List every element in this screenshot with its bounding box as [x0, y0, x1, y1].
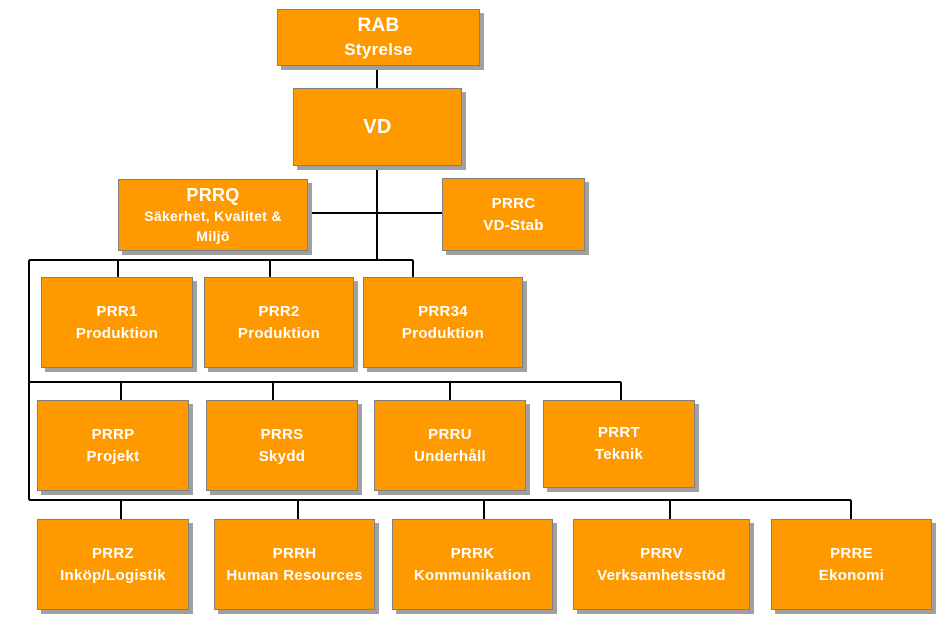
node-staff-prrc: PRRC VD-Stab	[442, 178, 585, 251]
node-row2-prru-code: PRRU	[428, 425, 472, 443]
node-row1-prr34-code: PRR34	[418, 302, 468, 320]
node-row3-prrv: PRRV Verksamhetsstöd	[573, 519, 750, 610]
node-row1-prr1-code: PRR1	[96, 302, 138, 320]
node-row3-prrv-code: PRRV	[640, 544, 683, 562]
node-row2-prru-name: Underhåll	[414, 447, 486, 465]
node-staff-prrq: PRRQ Säkerhet, Kvalitet & Miljö	[118, 179, 308, 251]
node-row1-prr34: PRR34 Produktion	[363, 277, 523, 368]
node-board: RAB Styrelse	[277, 9, 480, 66]
node-row2-prrs: PRRS Skydd	[206, 400, 358, 491]
node-staff-prrq-code: PRRQ	[186, 185, 240, 205]
node-row2-prrt-code: PRRT	[597, 424, 641, 441]
node-row2-prrp: PRRP Projekt	[37, 400, 189, 491]
node-row1-prr1: PRR1 Produktion	[41, 277, 193, 368]
node-row1-prr34-name: Produktion	[401, 324, 485, 342]
node-row2-prrp-code: PRRP	[91, 425, 135, 443]
node-row3-prrz-name: Inköp/Logistik	[60, 566, 166, 584]
node-row3-prrk-code: PRRK	[450, 544, 495, 562]
node-row3-prre-name: Ekonomi	[818, 566, 885, 584]
node-row3-prre: PRRE Ekonomi	[771, 519, 932, 610]
node-board-name: Styrelse	[344, 39, 413, 59]
node-row3-prrz-code: PRRZ	[91, 544, 135, 562]
node-row1-prr2-name: Produktion	[237, 324, 321, 342]
node-ceo-code: VD	[363, 116, 392, 138]
node-row2-prru: PRRU Underhåll	[374, 400, 526, 491]
node-staff-prrq-name: Säkerhet, Kvalitet & Miljö	[144, 208, 282, 244]
node-ceo: VD	[293, 88, 462, 166]
node-row3-prrh-name: Human Resources	[226, 566, 363, 584]
node-row3-prrv-name: Verksamhetsstöd	[597, 566, 726, 584]
node-row3-prrk-name: Kommunikation	[413, 566, 532, 584]
node-row1-prr2-code: PRR2	[258, 302, 300, 320]
node-staff-prrc-name: VD-Stab	[483, 216, 544, 234]
node-row2-prrp-name: Projekt	[86, 447, 140, 465]
node-row2-prrt: PRRT Teknik	[543, 400, 695, 488]
node-row2-prrs-name: Skydd	[258, 447, 306, 465]
node-row2-prrs-code: PRRS	[260, 425, 304, 443]
node-board-code: RAB	[357, 14, 400, 36]
node-staff-prrc-code: PRRC	[491, 194, 536, 212]
node-row3-prrk: PRRK Kommunikation	[392, 519, 553, 610]
node-row3-prrz: PRRZ Inköp/Logistik	[37, 519, 189, 610]
node-row2-prrt-name: Teknik	[594, 446, 644, 463]
node-row3-prrh-code: PRRH	[272, 544, 317, 562]
node-row1-prr2: PRR2 Produktion	[204, 277, 354, 368]
node-row1-prr1-name: Produktion	[75, 324, 159, 342]
node-row3-prre-code: PRRE	[830, 544, 873, 562]
node-row3-prrh: PRRH Human Resources	[214, 519, 375, 610]
